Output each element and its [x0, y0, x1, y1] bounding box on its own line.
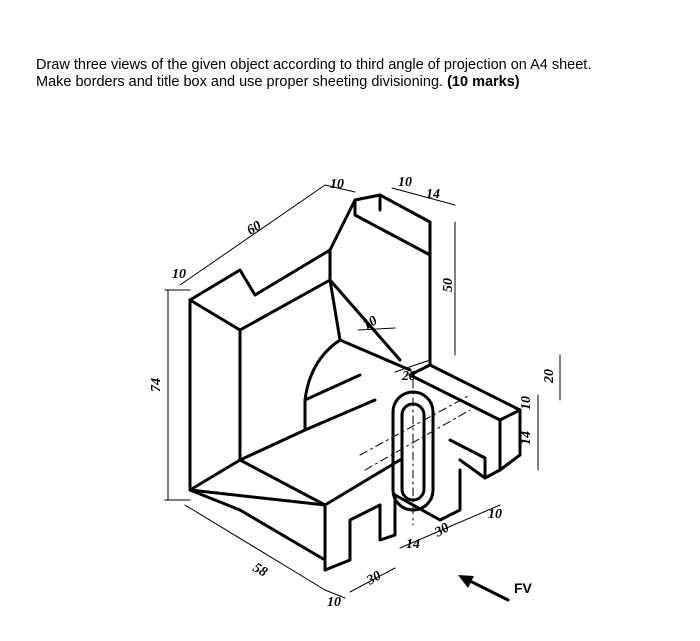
dim-58: 58	[250, 560, 270, 580]
dim-10-right: 10	[488, 507, 502, 522]
dim-left-10: 10	[172, 267, 186, 282]
dim-60: 60	[245, 218, 265, 238]
dim-top-14: 14	[426, 187, 440, 202]
dim-30-slot: 30	[432, 520, 452, 540]
dim-14-right: 14	[519, 431, 534, 445]
view-arrow	[462, 576, 510, 602]
arrow-head-icon	[458, 575, 474, 588]
back-wall	[188, 193, 432, 492]
base-block	[188, 298, 402, 572]
right-arm	[393, 363, 522, 522]
dim-28: 28	[401, 369, 416, 384]
dim-14-slot: 14	[406, 537, 420, 552]
center-lines	[359, 379, 471, 526]
dimension-lines	[164, 184, 561, 599]
dim-bottom-10: 10	[327, 595, 341, 610]
dim-top-10b: 10	[398, 175, 412, 190]
question-line-2: Make borders and title box and use prope…	[36, 74, 444, 90]
question-line-1: Draw three views of the given object acc…	[36, 57, 592, 73]
question-text: Draw three views of the given object acc…	[36, 57, 676, 91]
dim-74: 74	[149, 378, 164, 392]
dim-top-10a: 10	[330, 177, 344, 192]
dim-10-right2: 10	[519, 396, 534, 410]
dim-10-rib: 10	[361, 313, 381, 333]
dim-30-bottom: 30	[364, 568, 384, 588]
dim-50: 50	[441, 278, 456, 292]
dim-20: 20	[542, 369, 557, 384]
rib	[238, 278, 412, 462]
marks-label: (10 marks)	[447, 74, 520, 90]
view-label: FV	[514, 580, 533, 596]
